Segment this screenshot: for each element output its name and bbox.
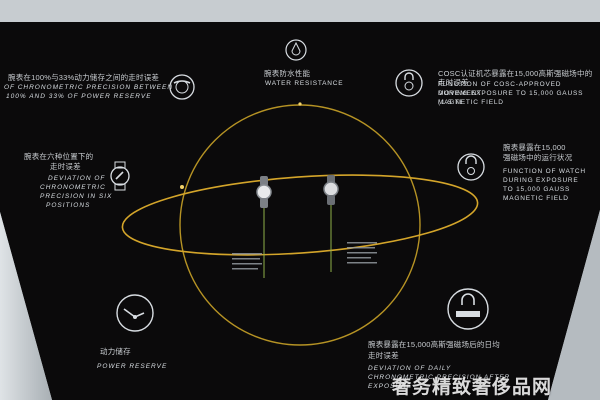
- right-top-en2: DURING EXPOSURE TO 15,000 GAUSS (1.5 Te: [438, 90, 584, 106]
- power-reserve-cn: 动力储存: [100, 347, 131, 356]
- magnet-daily-icon: [447, 288, 489, 330]
- right-bottom-cn2: 走时误差: [368, 351, 399, 360]
- right-mid-en3: TO 15,000 GAUSS: [503, 186, 571, 193]
- watch-left: [256, 176, 272, 278]
- left-mid-cn2: 走时误差: [50, 162, 81, 171]
- magnet-watch-icon: [457, 153, 485, 181]
- left-mid-en3: PRECISION IN SIX: [40, 193, 113, 200]
- watch-gauge-icon: [169, 74, 195, 100]
- water-drop-icon: [285, 39, 307, 61]
- right-top-cn: COSC认证机芯暴露在15,000高斯强磁场中的走时误差: [438, 69, 593, 87]
- watermark: 奢务精致奢侈品网: [392, 376, 553, 398]
- right-mid-cn1: 腕表暴露在15,000: [503, 143, 566, 152]
- left-mid-en4: POSITIONS: [46, 202, 91, 209]
- right-mid-en1: FUNCTION OF WATCH: [503, 168, 586, 175]
- left-top-en1: OF CHRONOMETRIC PRECISION BETWEEN: [4, 84, 174, 91]
- left-top-cn: 腕表在100%与33%动力储存之间的走时误差: [8, 73, 160, 82]
- water-resistance-cn: 腕表防水性能: [264, 69, 311, 78]
- right-mid-cn2: 强磁场中的运行状况: [503, 153, 573, 162]
- left-mid-en2: CHRONOMETRIC: [40, 184, 106, 191]
- right-bottom-en3: EXPOSURE: [368, 383, 413, 390]
- right-top-en1: FUNCTION OF COSC-APPROVED MOVEMENT: [438, 81, 562, 97]
- right-bottom-en1: DEVIATION OF DAILY: [368, 365, 452, 372]
- black-panel: [0, 22, 600, 400]
- watch-right: [323, 175, 339, 272]
- right-bottom-cn1: 腕表暴露在15,000高斯强磁场后的日均: [368, 340, 500, 349]
- right-top-en3: MAGNETIC FIELD: [438, 99, 504, 106]
- left-mid-en1: DEVIATION OF: [48, 175, 106, 182]
- right-bottom-en2: CHRONOMETRIC PRECISION AFTER: [368, 374, 511, 381]
- right-mid-en4: MAGNETIC FIELD: [503, 195, 569, 202]
- left-mid-cn1: 腕表在六种位置下的: [24, 152, 94, 161]
- power-reserve-en: POWER RESERVE: [97, 363, 168, 370]
- left-top-en2: 100% AND 33% OF POWER RESERVE: [6, 93, 152, 100]
- power-reserve-icon: [116, 294, 154, 332]
- magnet-lock-icon: [395, 69, 423, 97]
- watch-positions-icon: [110, 161, 130, 191]
- water-resistance-en: WATER RESISTANCE: [265, 80, 344, 87]
- right-mid-en2: DURING EXPOSURE: [503, 177, 579, 184]
- orbit-ellipse: [121, 174, 479, 256]
